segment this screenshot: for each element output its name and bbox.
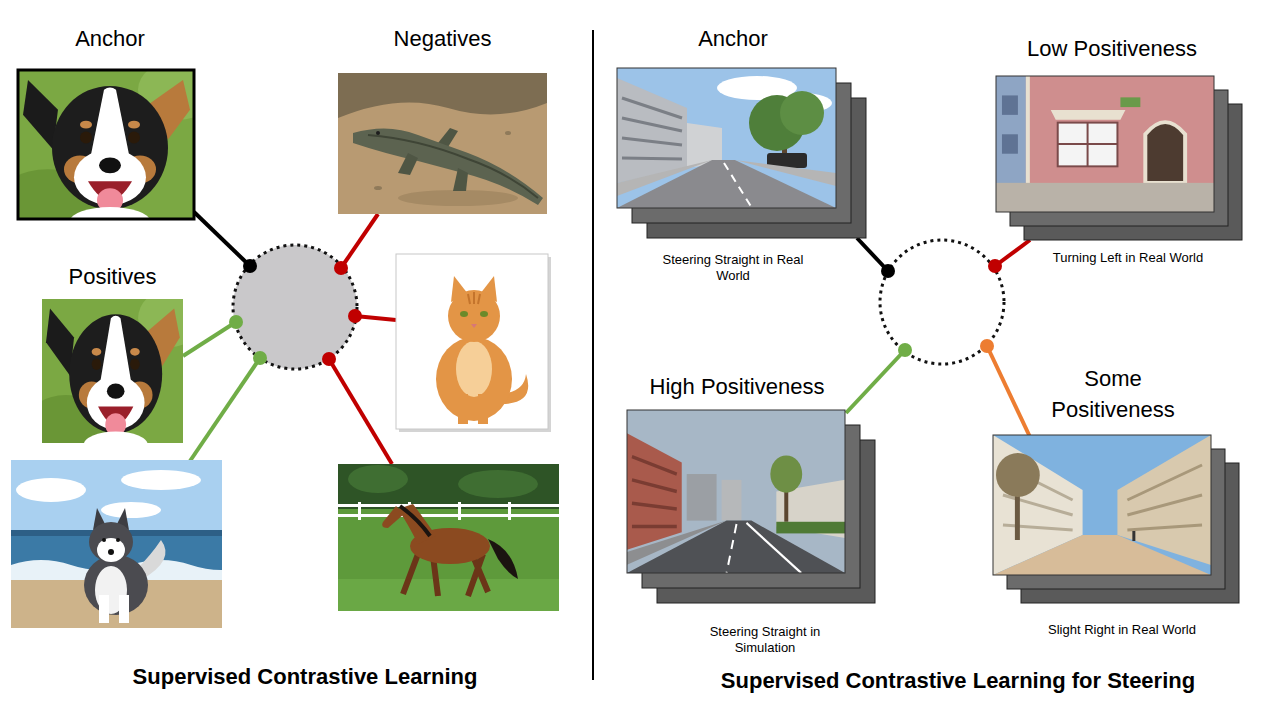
street-photo: [996, 76, 1214, 212]
link-dot: [243, 259, 257, 273]
caption-text: Steering Straight in Simulation: [695, 624, 835, 657]
heading-text: High Positiveness: [620, 374, 854, 400]
heading-text: Anchor: [10, 26, 210, 52]
image-tile: Negatives: [330, 20, 555, 220]
image-tile: High PositivenessSteering Straight in Si…: [620, 366, 882, 662]
husky-photo: [11, 460, 251, 628]
photo-frame: [993, 435, 1211, 575]
photo-frame: [996, 76, 1214, 212]
positive-link: [190, 358, 260, 461]
photo-frame: [627, 410, 845, 573]
caption-text: Turning Left in Real World: [1028, 250, 1228, 266]
link-dot: [348, 309, 362, 323]
link-dot: [253, 351, 267, 365]
high-link: [846, 350, 905, 413]
negative-link: [341, 214, 378, 268]
negative-link: [329, 359, 392, 464]
image-tile: AnchorSteering Straight in Real World: [612, 20, 867, 289]
image-tile: Some PositivenessSlight Right in Real Wo…: [985, 358, 1240, 644]
image-tile: Low PositivenessTurning Left in Real Wor…: [990, 28, 1250, 272]
link-dot: [980, 339, 994, 353]
heading-text: Positives: [30, 264, 195, 290]
dog-photo: [26, 289, 202, 458]
heading-text: Low Positiveness: [990, 36, 1234, 62]
label-holder: Supervised Contrastive Learning for Stee…: [690, 668, 1226, 694]
anchor-frame: [18, 70, 194, 219]
heading-text: Anchor: [612, 26, 854, 52]
cat-photo: [396, 254, 548, 429]
link-dot: [334, 261, 348, 275]
label-holder: Supervised Contrastive Learning: [100, 664, 510, 690]
street-photo: [993, 435, 1211, 575]
left-panel-art: [0, 60, 559, 628]
crocodile-photo: [338, 73, 547, 214]
link-dot: [898, 343, 912, 357]
link-dot: [988, 259, 1002, 273]
link-dot: [322, 352, 336, 366]
heading-text: Negatives: [330, 26, 555, 52]
image-tile: Positives: [30, 258, 195, 448]
heading-text: Some Positiveness: [1038, 364, 1188, 426]
panel-divider: [592, 30, 594, 680]
positive-link: [183, 322, 236, 356]
caption-text: Slight Right in Real World: [1012, 622, 1232, 638]
photo-frame: [617, 68, 836, 208]
simulation-photo: [627, 410, 845, 573]
panel-title: Supervised Contrastive Learning for Stee…: [690, 668, 1226, 694]
link-dot: [229, 315, 243, 329]
photo-frame: [396, 254, 548, 429]
horse-photo: [338, 464, 559, 611]
embedding-circle: [880, 240, 1004, 364]
panel-title: Supervised Contrastive Learning: [100, 664, 510, 690]
embedding-circle: [233, 245, 357, 369]
some-link: [987, 346, 1030, 437]
caption-text: Steering Straight in Real World: [653, 252, 813, 285]
street-photo: [617, 68, 836, 208]
anchor-link: [194, 212, 250, 266]
dog-photo: [0, 60, 218, 235]
link-dot: [881, 264, 895, 278]
image-tile: Anchor: [10, 20, 210, 225]
right-panel-art: [617, 68, 1242, 603]
